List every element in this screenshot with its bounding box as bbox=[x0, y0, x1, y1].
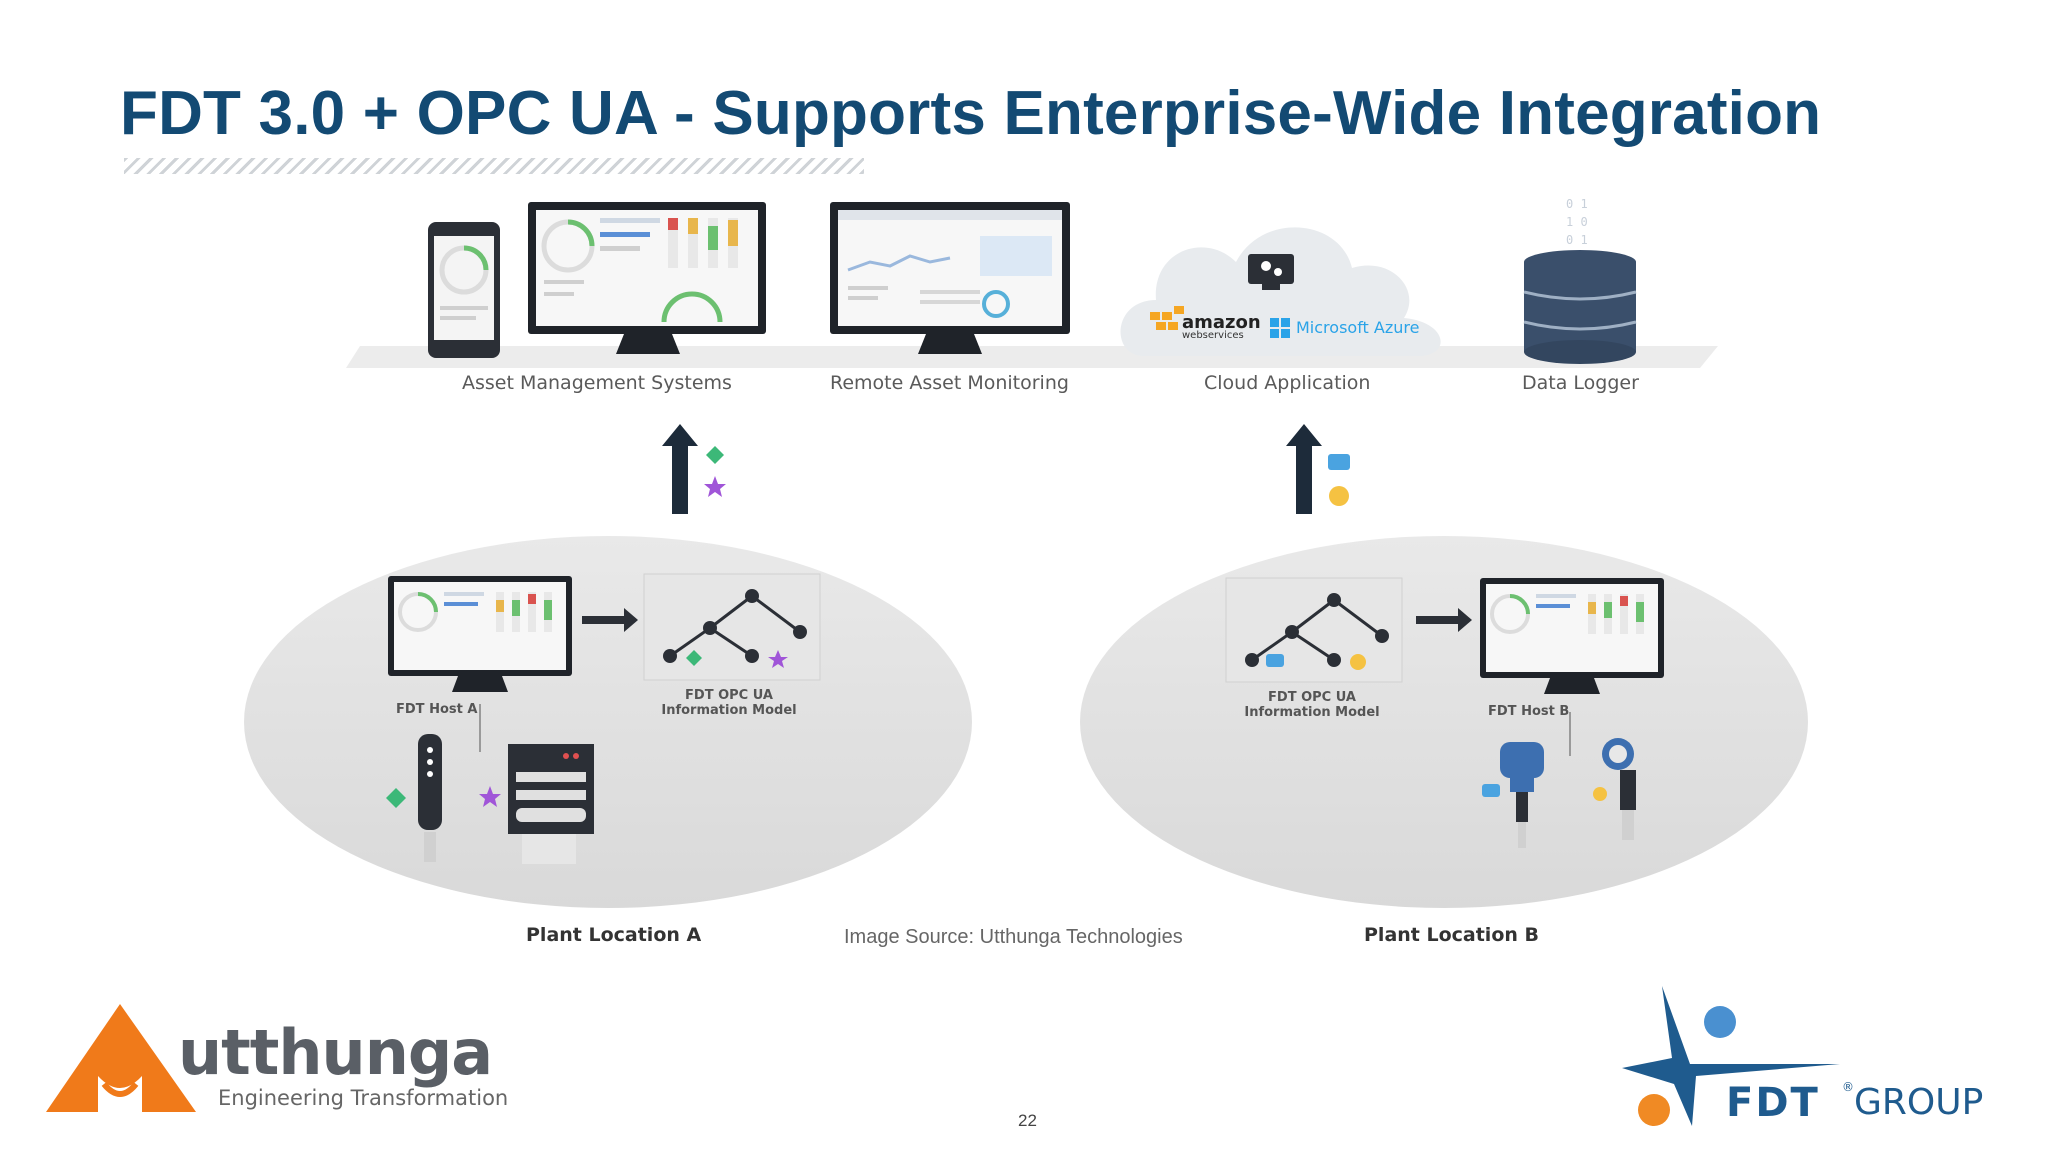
cloud-icon bbox=[1120, 227, 1441, 356]
upload-arrow-b bbox=[1286, 424, 1322, 514]
svg-text:1 0: 1 0 bbox=[1566, 215, 1588, 229]
asset-management-label: Asset Management Systems bbox=[462, 372, 732, 394]
plant-location-a-label: Plant Location A bbox=[526, 924, 702, 946]
azure-windows-icon bbox=[1270, 318, 1290, 338]
fdt-host-b-monitor-icon bbox=[1480, 578, 1664, 694]
aws-logo-text: amazon bbox=[1182, 312, 1261, 333]
purple-star-icon-a bbox=[479, 786, 501, 807]
azure-logo-text: Microsoft Azure bbox=[1296, 318, 1420, 337]
plant-b-pressure-transmitter-icon bbox=[1602, 738, 1636, 840]
fdt-logo-group: GROUP bbox=[1854, 1082, 1984, 1123]
opc-ua-model-a-icon bbox=[643, 573, 821, 681]
slide-title: FDT 3.0 + OPC UA - Supports Enterprise-W… bbox=[120, 79, 1822, 148]
aws-logo-icon bbox=[1150, 306, 1184, 330]
data-logger-label: Data Logger bbox=[1522, 372, 1639, 394]
plant-b-level-transmitter-icon bbox=[1500, 742, 1544, 848]
blue-message-icon-b bbox=[1482, 784, 1500, 797]
fdt-host-b-label: FDT Host B bbox=[1488, 704, 1570, 719]
asset-management-monitor-icon bbox=[528, 202, 766, 354]
opc-ua-model-b-line2: Information Model bbox=[1244, 705, 1380, 720]
green-diamond-icon-a bbox=[386, 788, 406, 808]
opc-ua-model-a-line1: FDT OPC UA bbox=[685, 688, 773, 703]
green-diamond-icon bbox=[706, 446, 724, 464]
yellow-dot-icon-b bbox=[1593, 787, 1607, 801]
fdt-group-logo-icon bbox=[1622, 986, 1840, 1126]
purple-star-icon bbox=[704, 476, 726, 497]
aws-logo-subtext: webservices bbox=[1182, 330, 1244, 341]
opc-ua-model-b-label: FDT OPC UA Information Model bbox=[1234, 690, 1390, 720]
arrow-right-a bbox=[582, 608, 638, 632]
title-underline-hatch bbox=[124, 158, 864, 174]
opc-ua-model-a-label: FDT OPC UA Information Model bbox=[652, 688, 806, 718]
plant-b-platform bbox=[1080, 536, 1808, 908]
fdt-host-a-monitor-icon bbox=[388, 576, 572, 692]
upload-arrow-a bbox=[662, 424, 698, 514]
page-number: 22 bbox=[1018, 1111, 1037, 1130]
yellow-dot-icon bbox=[1329, 486, 1349, 506]
remote-monitoring-label: Remote Asset Monitoring bbox=[830, 372, 1069, 394]
opc-ua-model-b-line1: FDT OPC UA bbox=[1268, 690, 1356, 705]
svg-text:0 1: 0 1 bbox=[1566, 233, 1588, 247]
database-icon: 0 1 1 0 0 1 bbox=[1523, 197, 1637, 364]
fdt-logo-name: FDT bbox=[1726, 1080, 1820, 1126]
plant-a-field-device-icon bbox=[418, 734, 442, 862]
utthunga-logo-icon bbox=[46, 1004, 196, 1112]
plant-location-b-label: Plant Location B bbox=[1364, 924, 1539, 946]
plant-a-platform bbox=[244, 536, 972, 908]
utthunga-logo-name: utthunga bbox=[178, 1016, 493, 1089]
svg-text:0 1: 0 1 bbox=[1566, 197, 1588, 211]
arrow-right-b bbox=[1416, 608, 1472, 632]
fdt-host-a-label: FDT Host A bbox=[396, 702, 478, 717]
image-source-caption: Image Source: Utthunga Technologies bbox=[844, 926, 1183, 948]
phone-icon bbox=[428, 222, 500, 358]
top-shelf bbox=[346, 346, 1718, 368]
fdt-logo-registered: ® bbox=[1842, 1080, 1854, 1094]
utthunga-logo-tagline: Engineering Transformation bbox=[218, 1086, 509, 1110]
remote-monitoring-monitor-icon bbox=[830, 202, 1070, 354]
blue-message-icon bbox=[1328, 454, 1350, 470]
cloud-application-label: Cloud Application bbox=[1204, 372, 1371, 394]
opc-ua-model-a-line2: Information Model bbox=[661, 703, 797, 718]
plant-a-controller-icon bbox=[508, 744, 594, 864]
opc-ua-model-b-icon bbox=[1225, 577, 1403, 683]
